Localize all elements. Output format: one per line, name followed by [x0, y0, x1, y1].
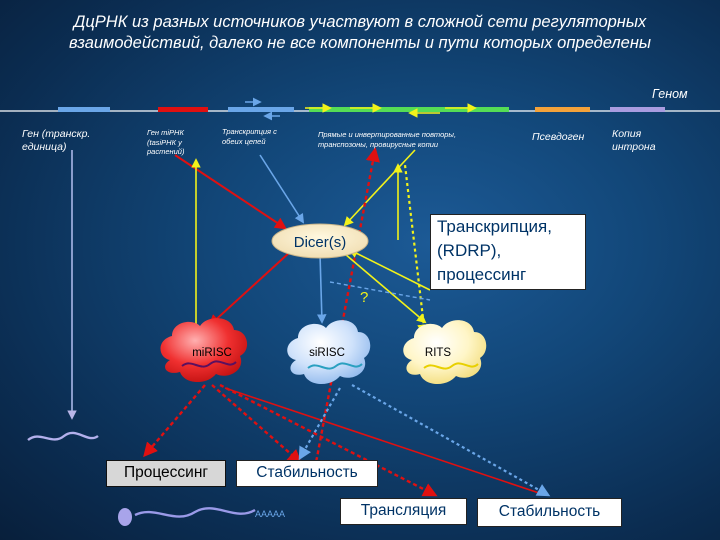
mirisc-to-processing-arrow — [143, 384, 206, 458]
rits-rna-strand — [423, 362, 479, 370]
intron-copy-line-1: Копия — [612, 128, 642, 140]
mirna-gene-line-1: Ген miРНК — [147, 128, 184, 137]
pseudogene-label: Псевдоген — [532, 131, 585, 143]
sirisc-rna-strand — [307, 362, 363, 370]
repeats-to-dicer-arrow — [343, 149, 416, 227]
mirna-gene-label: Ген miРНК (tasiРНК у растений) — [147, 128, 184, 157]
rdrp-to-dicer-arrow — [348, 249, 431, 291]
mirisc-label: miRISC — [192, 347, 232, 359]
segment-bidirectional — [228, 107, 294, 112]
dicer-node — [271, 223, 369, 259]
intron-copy-label: Копия интрона — [612, 128, 656, 154]
mrna-cap — [118, 508, 132, 526]
repeats-line-1: Прямые и инвертированные повторы, — [318, 130, 457, 139]
segment-gene — [58, 107, 110, 112]
rits-cloud — [403, 320, 487, 385]
polya-tail: AAAAA — [255, 509, 285, 519]
segment-mirna-gene — [158, 107, 208, 112]
repeats-line-2: транспозоны, провирусные копии — [318, 139, 439, 149]
segment-pseudogene — [535, 107, 590, 112]
genome-label: Геном — [652, 87, 688, 101]
mirisc-to-stability-arrow — [211, 384, 303, 464]
gene-transcript-line-2: единица) — [22, 141, 67, 153]
dicer-to-mirisc-arrow — [208, 251, 291, 327]
sirisc-to-stability-arrow — [298, 387, 341, 461]
mrna-strand-top — [27, 431, 99, 442]
rits-silencing-dashed-arrow — [403, 164, 431, 338]
uncertain-link-question-mark: ? — [360, 289, 368, 306]
dicer-to-rits-arrow — [344, 253, 427, 324]
dicer-to-sirisc-arrow — [316, 253, 327, 324]
stability-outcome-1: Стабильность — [236, 460, 378, 487]
mirna-gene-line-3: растений) — [147, 147, 185, 156]
transcription-both-line-1: Транскрипция с — [222, 127, 277, 136]
transcription-box-line-2: (RDRP), — [437, 241, 502, 260]
gene-transcript-label: Ген (транскр. единица) — [22, 128, 90, 154]
mirna-to-dicer-arrow — [174, 154, 287, 230]
mirisc-to-translation-arrow — [219, 383, 438, 497]
transcription-both-line-2: обеих цепей — [222, 136, 266, 146]
repeats-label: Прямые и инвертированные повторы, трансп… — [318, 130, 456, 149]
mirisc-to-stability-2-line — [224, 387, 546, 496]
stability-outcome-2: Стабильность — [477, 498, 622, 527]
transcription-box-line-1: Транскрипция, — [437, 217, 552, 236]
bidirectional-to-dicer-arrow — [259, 154, 305, 224]
segment-repeats — [309, 107, 509, 112]
transcription-box-line-3: процессинг — [437, 265, 527, 284]
title-line-2: взаимодействий, далеко не все компоненты… — [68, 34, 652, 52]
mrna-strand-bottom — [134, 507, 256, 518]
mirisc-rna-strand — [181, 360, 237, 368]
title-line-1: ДцРНК из разных источников участвуют в с… — [73, 13, 647, 31]
mirisc-cloud — [160, 318, 248, 383]
transcription-rdrp-box: Транскрипция, (RDRP), процессинг — [430, 214, 586, 290]
sirisc-to-stability-2-arrow — [351, 384, 551, 497]
slide-title: ДцРНК из разных источников участвуют в с… — [0, 12, 720, 54]
translation-outcome: Трансляция — [340, 498, 467, 525]
processing-outcome: Процессинг — [106, 460, 226, 487]
repeat-arrows — [305, 103, 477, 118]
dicer-label: Dicer(s) — [294, 234, 347, 251]
mirna-gene-line-2: (tasiРНК у — [147, 137, 182, 147]
rits-label: RITS — [425, 347, 452, 359]
gene-transcript-line-1: Ген (транскр. — [22, 128, 91, 140]
rits-genome-dashed-arrow — [313, 147, 380, 469]
sirisc-cloud — [287, 320, 371, 385]
dicer-rits-uncertain-link — [329, 281, 431, 301]
sirisc-label: siRISC — [309, 347, 345, 359]
transcription-both-label: Транскрипция с обеих цепей — [222, 127, 277, 146]
intron-copy-line-2: интрона — [612, 141, 656, 153]
segment-intron-copy — [610, 107, 665, 112]
